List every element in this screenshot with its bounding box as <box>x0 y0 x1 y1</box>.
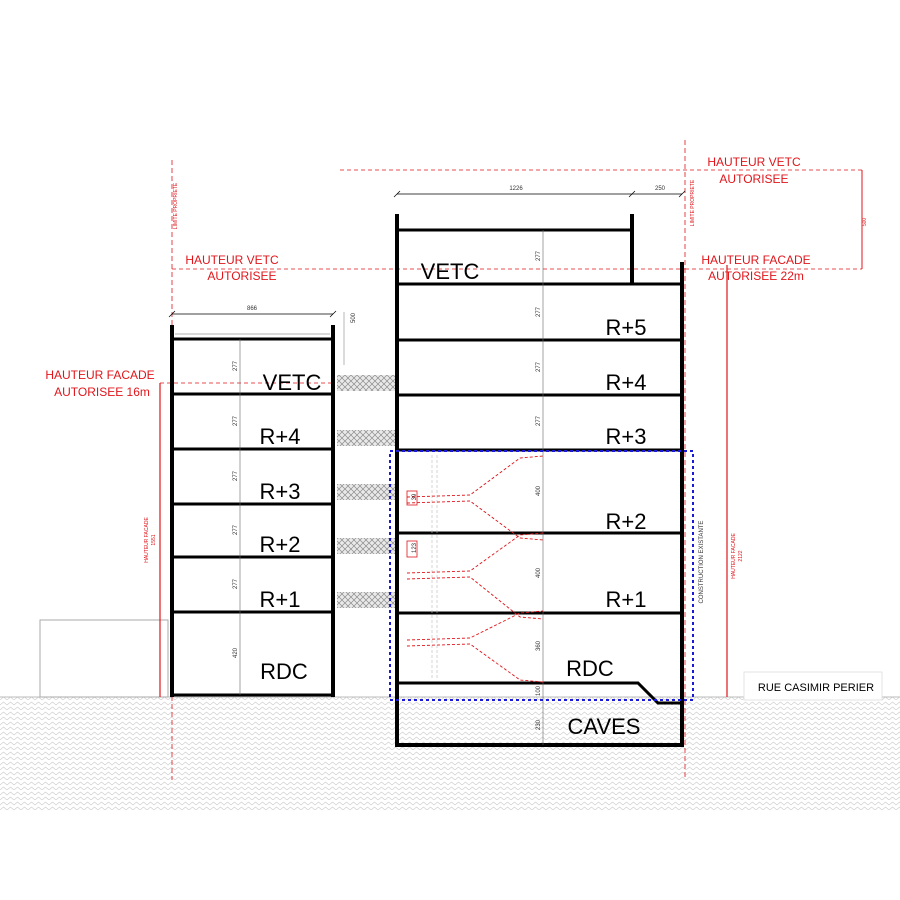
right-building <box>395 214 684 747</box>
right-height-rdc: 360 <box>536 640 542 651</box>
small-marker-1 <box>406 490 418 506</box>
existing-construction-label: CONSTRUCTION EXISTANTE <box>699 521 705 604</box>
gap-dimension: 500 <box>351 312 357 323</box>
left-floor-vetc: VETC <box>263 370 322 395</box>
right-floor-r1: R+1 <box>606 587 647 612</box>
street-box <box>743 671 883 701</box>
left-height-r3: 277 <box>233 470 239 481</box>
right-floor-rdc: RDC <box>566 656 614 681</box>
right-floor-r3: R+3 <box>606 424 647 449</box>
left-floor-r4: R+4 <box>260 424 301 449</box>
right-floor-r5: R+5 <box>606 315 647 340</box>
left-floor-r2: R+2 <box>260 532 301 557</box>
left-floor-rdc: RDC <box>260 659 308 684</box>
existing-structure-red <box>406 455 544 683</box>
balcony-mesh <box>337 375 397 608</box>
left-height-rdc: 420 <box>233 647 239 658</box>
right-height-r3: 277 <box>536 415 542 426</box>
vetc-right-label-2: AUTORISEE <box>719 172 788 186</box>
vetc-right-dim: 500 <box>862 218 868 227</box>
left-top-dimension: 866 <box>247 306 258 312</box>
right-height-vetc: 277 <box>536 250 542 261</box>
left-height-r1: 277 <box>233 578 239 589</box>
facade16-label-1: HAUTEUR FACADE <box>45 368 154 382</box>
left-height-r4: 277 <box>233 415 239 426</box>
right-height-r2: 400 <box>536 485 542 496</box>
right-top-dimension: 1226 <box>509 186 523 192</box>
left-floor-r3: R+3 <box>260 479 301 504</box>
left-height-r2: 277 <box>233 524 239 535</box>
left-floor-r1: R+1 <box>260 587 301 612</box>
right-floor-r4: R+4 <box>606 370 647 395</box>
right-height-step: 100 <box>536 685 542 696</box>
right-facade-value: 2122 <box>738 550 744 561</box>
left-facade-value: 1551 <box>151 534 157 545</box>
right-facade-label: HAUTEUR FACADE <box>731 533 737 579</box>
small-dim-39: 39 <box>412 493 418 500</box>
small-marker-2 <box>406 540 418 558</box>
left-facade-label: HAUTEUR FACADE <box>144 517 150 563</box>
ground-hatch <box>0 697 900 810</box>
existing-construction-box <box>389 450 694 701</box>
right-floor-caves: CAVES <box>568 714 641 739</box>
right-height-r1: 400 <box>536 567 542 578</box>
neighbour-wall <box>39 619 169 698</box>
right-side-dimension: 250 <box>655 186 666 192</box>
street-label: RUE CASIMIR PERIER <box>758 682 874 694</box>
small-dim-123: 123 <box>412 542 418 553</box>
right-limit-label: LIMITE PROPRIETE <box>690 179 696 226</box>
left-height-vetc: 277 <box>233 360 239 371</box>
right-height-r4: 277 <box>536 361 542 372</box>
facade22-label-2: AUTORISEE 22m <box>708 269 804 283</box>
facade16-label-2: AUTORISEE 16m <box>54 385 150 399</box>
vetc-right-label-1: HAUTEUR VETC <box>707 155 801 169</box>
vetc-left-label-1: HAUTEUR VETC <box>185 253 279 267</box>
right-height-r5: 277 <box>536 306 542 317</box>
vetc-left-label-2: AUTORISEE <box>207 269 276 283</box>
right-floor-r2: R+2 <box>606 509 647 534</box>
left-building <box>170 325 335 697</box>
left-limit-label: LIMITE PROPRIETE <box>173 182 179 229</box>
facade22-label-1: HAUTEUR FACADE <box>701 253 810 267</box>
right-floor-vetc: VETC <box>421 259 480 284</box>
right-height-caves: 230 <box>536 719 542 730</box>
